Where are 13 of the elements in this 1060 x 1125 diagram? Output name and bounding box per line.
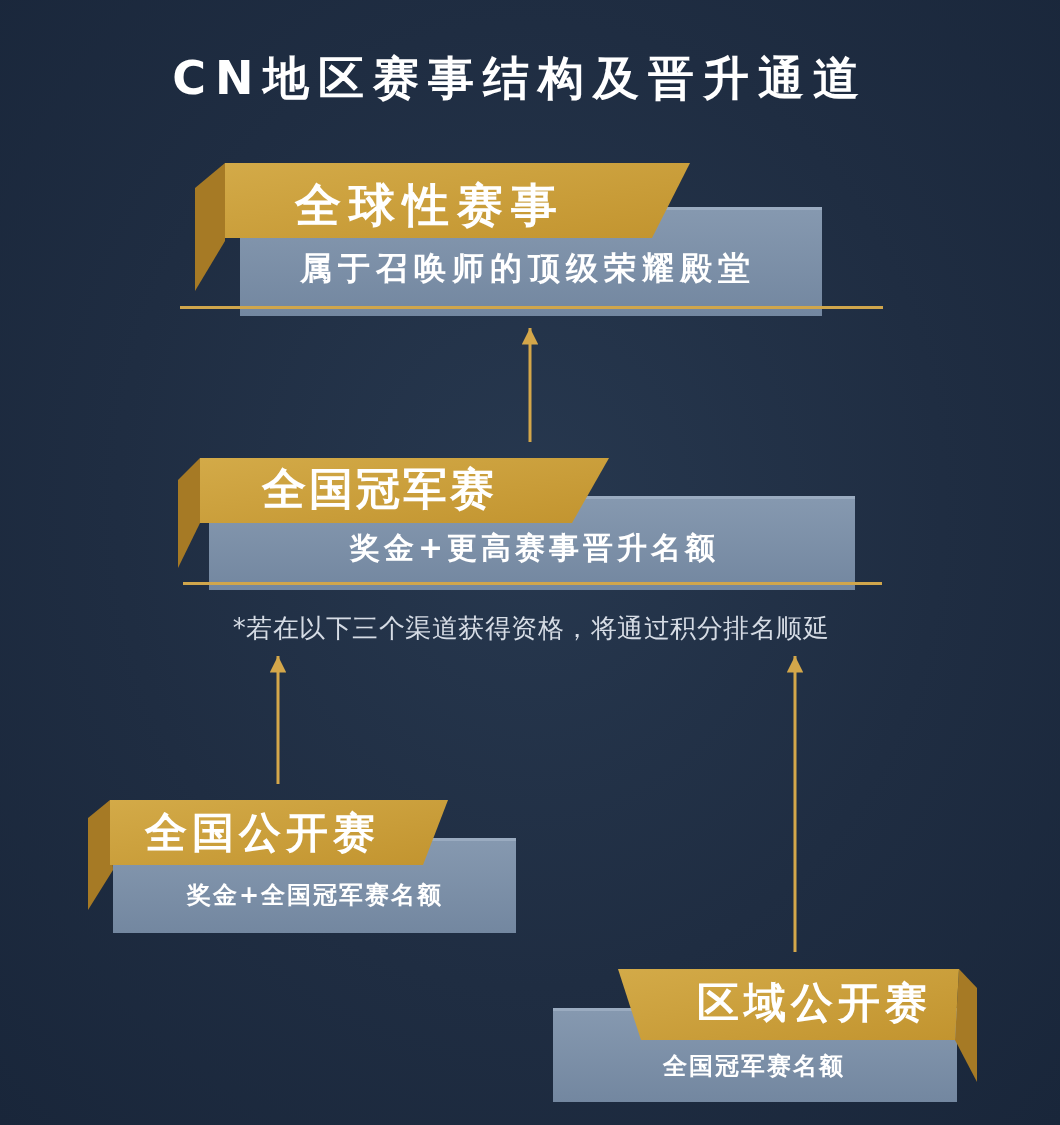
tier-description: 奖金+全国冠军赛名额 <box>187 883 444 907</box>
diagram-title: CN地区赛事结构及晋升通道 <box>171 50 869 106</box>
tier-description: 奖金+更高赛事晋升名额 <box>350 533 720 563</box>
arrow <box>521 328 539 442</box>
tier-heading: 全国公开赛 <box>145 812 380 854</box>
tier-heading: 全国冠军赛 <box>262 467 497 511</box>
tier-heading: 区域公开赛 <box>697 982 932 1024</box>
arrow <box>269 656 287 784</box>
arrow <box>786 656 804 952</box>
tier-heading: 全球性赛事 <box>295 182 565 228</box>
tier-description: 全国冠军赛名额 <box>663 1054 845 1078</box>
footnote-text: *若在以下三个渠道获得资格，将通过积分排名顺延 <box>231 612 831 644</box>
tier-description: 属于召唤师的顶级荣耀殿堂 <box>300 252 756 284</box>
